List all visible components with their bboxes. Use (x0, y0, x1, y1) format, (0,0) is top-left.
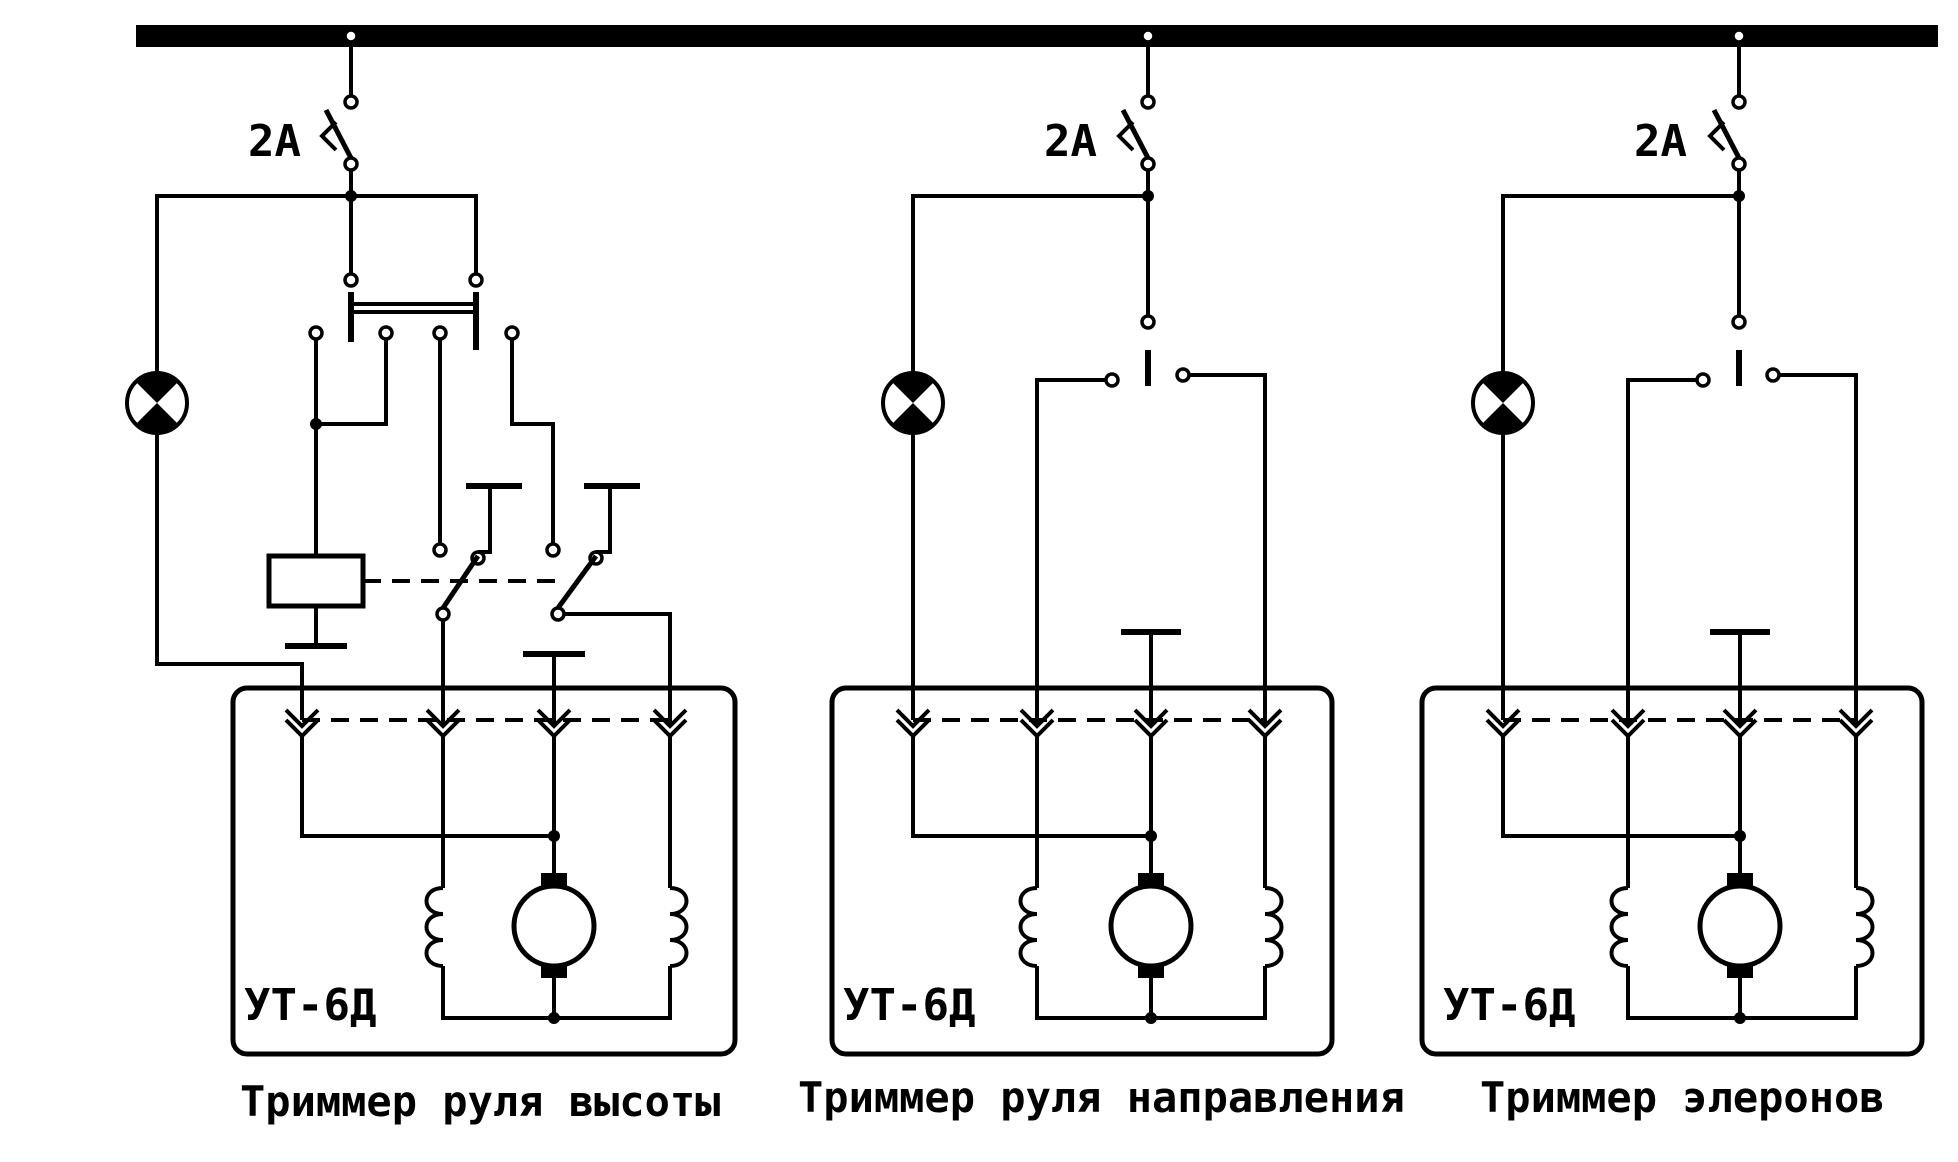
channel-caption: Триммер руля высоты (240, 1077, 720, 1126)
relay-coil (266, 553, 366, 609)
unit-model-label: УТ-6Д (843, 980, 975, 1031)
dc-motor-icon (1700, 873, 1780, 978)
indicator-lamp-icon (881, 371, 945, 435)
fuse-label: 2А (1044, 116, 1097, 167)
circuit-breaker-2a (1116, 28, 1156, 202)
indicator-lamp-icon (1471, 371, 1535, 435)
actuator-unit (829, 685, 1335, 1057)
circuit-breaker-2a (319, 28, 359, 202)
field-winding-icon (424, 886, 445, 968)
channel-rudder-trim: 2А УТ-6Д (829, 28, 1335, 1057)
dc-motor-icon (514, 873, 594, 978)
fuse-label: 2А (248, 116, 301, 167)
channel-aileron-trim: 2А УТ-6Д (1419, 28, 1925, 1057)
field-winding-icon (1018, 886, 1039, 968)
field-winding-icon (1854, 886, 1875, 968)
channel-elevator-trim: 2А (125, 28, 738, 1057)
circuit-breaker-2a (1707, 28, 1747, 202)
fuse-label: 2А (1634, 116, 1687, 167)
actuator-unit (230, 685, 738, 1057)
actuator-unit (1419, 685, 1925, 1057)
unit-model-label: УТ-6Д (1443, 980, 1575, 1031)
field-winding-icon (1609, 886, 1630, 968)
double-pole-switch (308, 292, 520, 350)
field-winding-icon (668, 886, 689, 968)
field-winding-icon (1263, 886, 1284, 968)
dc-motor-icon (1111, 873, 1191, 978)
indicator-lamp-icon (125, 371, 189, 435)
unit-model-label: УТ-6Д (244, 980, 376, 1031)
channel-caption: Триммер руля направления (798, 1073, 1405, 1122)
channel-caption: Триммер элеронов (1480, 1073, 1885, 1122)
